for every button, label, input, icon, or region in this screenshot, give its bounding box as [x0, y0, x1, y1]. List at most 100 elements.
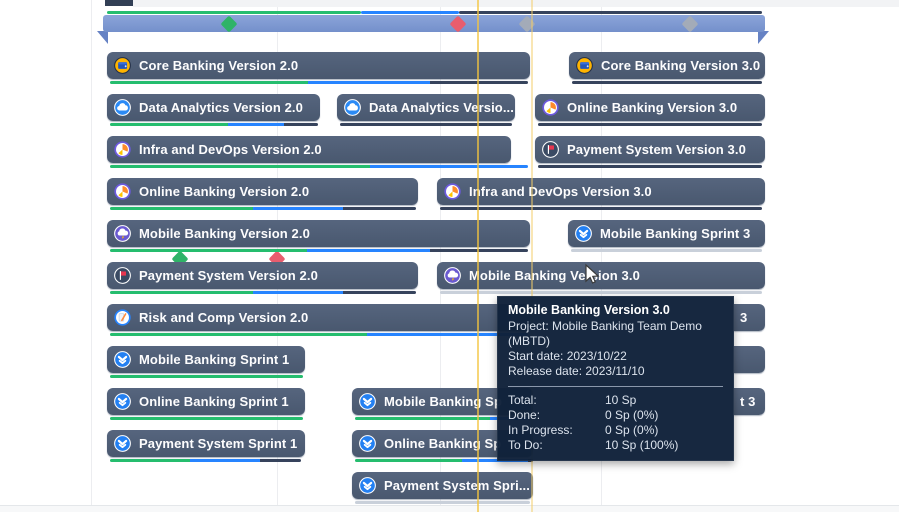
progress-underline-green [110, 333, 367, 336]
date-marker-line [531, 0, 533, 512]
flag-icon [542, 141, 559, 158]
progress-underline-blue [190, 459, 260, 462]
stat-label: Total: [508, 393, 537, 407]
timeline-bar-online-banking-version-3-0[interactable]: Online Banking Version 3.0 [535, 94, 765, 121]
bar-label: Infra and DevOps Version 2.0 [139, 142, 322, 157]
timeline-bar-risk-and-comp-version-2-0[interactable]: Risk and Comp Version 2.0 [107, 304, 530, 331]
ribbon-fold [758, 31, 769, 44]
timeline-bar-3[interactable]: 3 [734, 304, 765, 331]
progress-underline-blue [228, 123, 284, 126]
progress-underline-blue [367, 333, 528, 336]
stat-label: To Do: [508, 438, 543, 452]
timeline-bar-online-banking-version-2-0[interactable]: Online Banking Version 2.0 [107, 178, 418, 205]
stat-value: 10 Sp [605, 393, 637, 407]
progress-underline-navy [440, 207, 762, 210]
progress-underline-blue [253, 207, 343, 210]
bar-label: Infra and DevOps Version 3.0 [469, 184, 652, 199]
progress-underline-navy [260, 459, 301, 462]
pie-icon [114, 183, 131, 200]
tooltip-stat-row: Total: 10 Sp [508, 393, 723, 408]
wallet-icon [576, 57, 593, 74]
sprint-icon [575, 225, 592, 242]
ribbon-fold [97, 31, 108, 44]
progress-underline-navy [284, 123, 318, 126]
timeline-bar-payment-system-sprint-1[interactable]: Payment System Sprint 1 [107, 430, 305, 457]
progress-underline-green [110, 123, 228, 126]
tooltip-project: Project: Mobile Banking Team Demo (MBTD) [508, 319, 702, 348]
progress-underline-green [110, 249, 307, 252]
progress-underline-blue [307, 249, 430, 252]
timeline-bar-payment-system-version-3-0[interactable]: Payment System Version 3.0 [535, 136, 765, 163]
cloud-purple-icon [444, 267, 461, 284]
timeline-bar-fragment[interactable] [734, 346, 765, 373]
tooltip-divider [508, 386, 723, 387]
bar-label: Mobile Banking Sprint 3 [600, 226, 751, 241]
gridline [440, 0, 441, 512]
timeline-bar-online-banking-sprint-1[interactable]: Online Banking Sprint 1 [107, 388, 305, 415]
tooltip-release-date: Release date: 2023/11/10 [508, 364, 645, 378]
bar-label: 3 [740, 310, 748, 325]
timeline-bar-infra-and-devops-version-2-0[interactable]: Infra and DevOps Version 2.0 [107, 136, 511, 163]
cloud-blue-icon [114, 99, 131, 116]
bar-label: Data Analytics Versio... [369, 100, 514, 115]
cloud-purple-icon [114, 225, 131, 242]
timeline-period-band[interactable] [103, 15, 765, 32]
tooltip-title: Mobile Banking Version 3.0 [508, 303, 670, 317]
progress-underline-green [355, 417, 490, 420]
timeline-bar-infra-and-devops-version-3-0[interactable]: Infra and DevOps Version 3.0 [437, 178, 765, 205]
timeline-bar-core-banking-version-3-0[interactable]: Core Banking Version 3.0 [569, 52, 765, 79]
bar-label: Payment System Sprint 1 [139, 436, 298, 451]
doc-icon [114, 309, 131, 326]
progress-underline-navy [340, 123, 512, 126]
bar-label: Mobile Banking Version 2.0 [139, 226, 310, 241]
timeline-bar-mobile-banking-sprint-3[interactable]: Mobile Banking Sprint 3 [568, 220, 765, 247]
progress-underline-navy [538, 165, 762, 168]
mouse-cursor [582, 263, 604, 290]
gridline [601, 0, 602, 512]
progress-underline-navy [538, 123, 762, 126]
timeline-bar-data-analytics-version-2-0[interactable]: Data Analytics Version 2.0 [107, 94, 320, 121]
progress-underline-blue [370, 165, 528, 168]
timeline-bar-payment-system-version-2-0[interactable]: Payment System Version 2.0 [107, 262, 418, 289]
tooltip-start-date: Start date: 2023/10/22 [508, 349, 627, 363]
bar-label: t 3 [740, 394, 756, 409]
bar-label: Core Banking Version 2.0 [139, 58, 299, 73]
top-toolbar-edge [133, 0, 899, 7]
progress-underline-green [110, 375, 303, 378]
bar-label: Mobile Banking Sp [384, 394, 502, 409]
progress-underline-light [571, 249, 762, 252]
timeline-bar-mobile-banking-sprint-1[interactable]: Mobile Banking Sprint 1 [107, 346, 305, 373]
ribbon-progress-segment [361, 11, 459, 14]
pie-icon [114, 141, 131, 158]
stat-label: In Progress: [508, 423, 573, 437]
sprint-icon [359, 393, 376, 410]
cloud-blue-icon [344, 99, 361, 116]
stat-value: 10 Sp (100%) [605, 438, 679, 452]
ribbon-progress-segment [107, 11, 361, 14]
flag-icon [114, 267, 131, 284]
timeline-bar-core-banking-version-2-0[interactable]: Core Banking Version 2.0 [107, 52, 530, 79]
timeline-bar-data-analytics-versio[interactable]: Data Analytics Versio... [337, 94, 515, 121]
timeline-bar-payment-system-spri[interactable]: Payment System Spri... [352, 472, 533, 499]
progress-underline-green [110, 417, 303, 420]
tooltip-stat-row: To Do: 10 Sp (100%) [508, 438, 723, 453]
bar-label: Mobile Banking Sprint 1 [139, 352, 290, 367]
bar-label: Online Banking Version 3.0 [567, 100, 738, 115]
top-edge-fragment [105, 0, 133, 6]
progress-underline-light [355, 501, 530, 504]
progress-underline-green [110, 207, 253, 210]
bottom-panel-edge [0, 505, 899, 512]
sprint-icon [114, 435, 131, 452]
progress-underline-navy [430, 81, 528, 84]
timeline-bar-mobile-banking-version-2-0[interactable]: Mobile Banking Version 2.0 [107, 220, 530, 247]
timeline-bar-mobile-banking-version-3-0[interactable]: Mobile Banking Version 3.0 [437, 262, 765, 289]
bar-label: Online Banking Sprint 1 [139, 394, 289, 409]
progress-underline-navy [343, 207, 416, 210]
progress-underline-navy [572, 81, 762, 84]
wallet-icon [114, 57, 131, 74]
progress-underline-green [110, 81, 308, 84]
timeline-bar-t-3[interactable]: t 3 [734, 388, 765, 415]
progress-underline-green [110, 165, 370, 168]
bar-label: Payment System Version 2.0 [139, 268, 318, 283]
